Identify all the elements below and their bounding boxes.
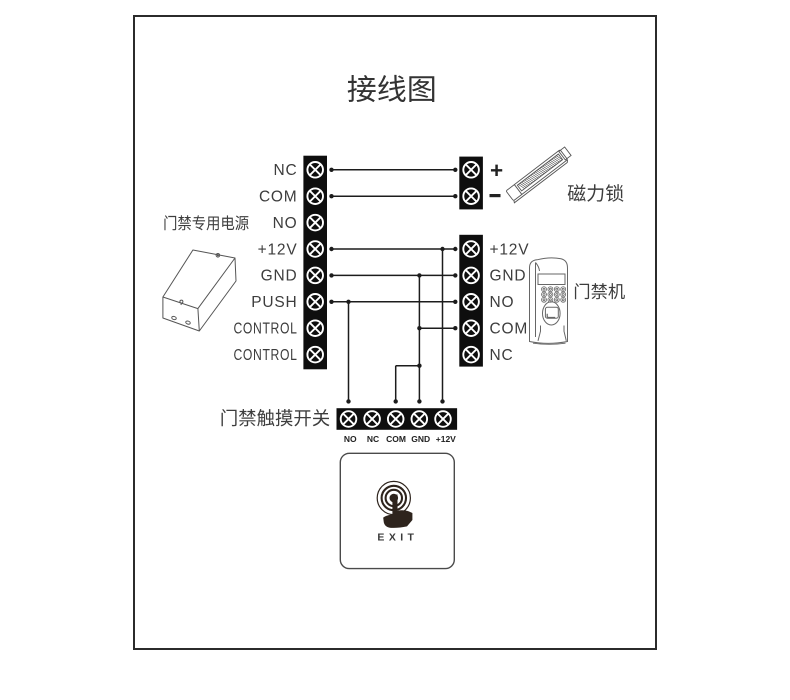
svg-text:NC: NC (367, 434, 379, 444)
svg-text:GND: GND (490, 268, 527, 285)
svg-text:+12V: +12V (258, 241, 298, 258)
svg-text:CONTROL: CONTROL (234, 321, 298, 338)
svg-text:NC: NC (274, 162, 298, 179)
svg-text:+12V: +12V (436, 434, 456, 444)
svg-text:NO: NO (490, 294, 515, 311)
svg-text:COM: COM (259, 189, 298, 206)
svg-text:COM: COM (490, 321, 529, 338)
svg-text:GND: GND (411, 434, 430, 444)
svg-text:+: + (490, 158, 503, 183)
svg-text:CONTROL: CONTROL (234, 347, 298, 364)
svg-text:PUSH: PUSH (251, 294, 297, 311)
svg-text:NC: NC (490, 347, 514, 364)
svg-text:NO: NO (273, 215, 298, 232)
svg-text:EXIT: EXIT (377, 531, 418, 543)
svg-text:NO: NO (344, 434, 357, 444)
svg-text:+12V: +12V (490, 241, 530, 258)
svg-text:COM: COM (386, 434, 406, 444)
svg-text:GND: GND (261, 268, 298, 285)
